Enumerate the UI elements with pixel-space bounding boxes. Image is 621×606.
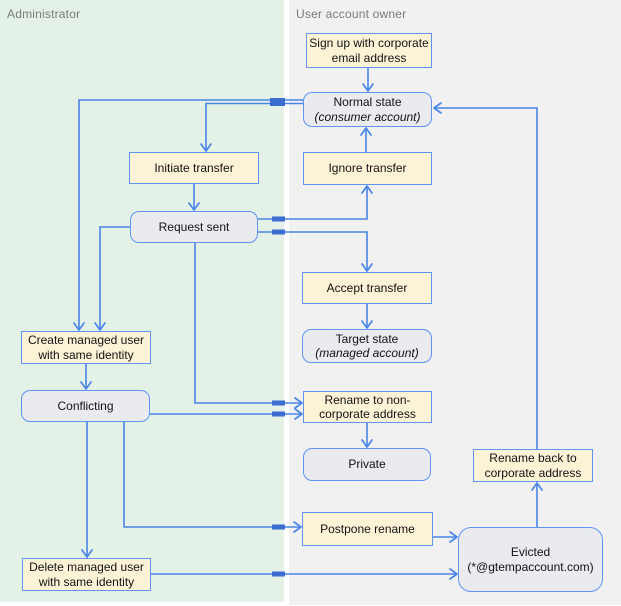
- arrowhead-postpone-rename--evicted: [449, 531, 458, 543]
- node-label-line: (*@gtempaccount.com): [467, 559, 594, 574]
- node-label-line: Request sent: [158, 219, 230, 234]
- arrowhead-rename-back--normal-state: [433, 102, 442, 114]
- node-label-line: Initiate transfer: [154, 160, 234, 175]
- node-request-sent: Request sent: [130, 211, 258, 243]
- node-label-line: (managed account): [315, 346, 419, 360]
- node-postpone-rename: Postpone rename: [302, 512, 433, 546]
- connector-joint-mark: [272, 400, 285, 406]
- arrowhead-request-sent--accept-transfer: [361, 263, 373, 272]
- arrowhead-delete-managed-user--evicted: [449, 568, 458, 580]
- edge-request-sent--ignore-transfer: [258, 186, 368, 220]
- arrowhead-ignore-transfer--normal-state: [360, 127, 372, 136]
- node-label-line: Normal state: [333, 95, 402, 109]
- node-normal-state: Normal state (consumer account): [303, 92, 432, 127]
- connector-joint-mark: [272, 571, 285, 577]
- node-label-line: Delete managed user: [29, 560, 144, 574]
- arrowhead-conflicting--postpone-rename: [293, 521, 302, 533]
- edge-conflicting--postpone-rename: [123, 422, 301, 528]
- node-evicted: Evicted (*@gtempaccount.com): [458, 527, 603, 592]
- edge-normal-state--initiate-transfer: [205, 102, 303, 151]
- node-rename-back: Rename back to corporate address: [473, 449, 593, 482]
- node-label-line: Target state: [335, 331, 399, 346]
- connector-joint-mark: [272, 229, 285, 235]
- node-label-line: with same identity: [38, 574, 135, 589]
- edge-rename-back--normal-state: [434, 107, 538, 449]
- node-delete-managed-user: Delete managed user with same identity: [22, 558, 151, 591]
- node-label-line: email address: [331, 50, 407, 65]
- node-label-line: corporate address: [319, 407, 416, 421]
- arrowhead-accept-transfer--target-state: [361, 320, 373, 329]
- edge-request-sent--create-managed-user: [99, 226, 130, 330]
- node-label-line: Conflicting: [57, 398, 114, 413]
- node-label-line: Sign up with corporate: [309, 36, 429, 50]
- arrowhead-rename-to-non-corporate--private: [361, 439, 373, 448]
- node-accept-transfer: Accept transfer: [302, 272, 432, 304]
- arrowhead-conflicting--delete-managed-user: [81, 549, 93, 558]
- node-conflicting: Conflicting: [21, 390, 150, 422]
- arrowhead-conflicting--rename-to-non-corporate: [294, 408, 303, 420]
- connector-joint-mark: [270, 98, 285, 106]
- node-sign-up: Sign up with corporate email address: [306, 33, 432, 68]
- lane-label-user-account-owner: User account owner: [296, 7, 407, 21]
- connector-joint-mark: [272, 524, 285, 530]
- edge-request-sent--rename-to-non-corporate: [194, 243, 302, 404]
- node-label-line: Private: [348, 457, 386, 472]
- node-label-line: Rename back to: [489, 451, 577, 465]
- lane-label-administrator: Administrator: [7, 7, 81, 21]
- arrowhead-initiate-transfer--request-sent: [188, 202, 200, 211]
- node-label-line: Create managed user: [27, 333, 145, 347]
- arrowhead-create-managed-user--conflicting: [80, 381, 92, 390]
- arrowhead-normal-state--initiate-transfer: [200, 143, 212, 152]
- node-label-line: Evicted: [510, 545, 551, 559]
- node-target-state: Target state (managed account): [302, 329, 432, 363]
- node-label-line: Accept transfer: [326, 280, 408, 295]
- arrowhead-normal-state--create-managed-user: [73, 322, 85, 331]
- node-rename-to-non-corporate: Rename to non- corporate address: [303, 391, 432, 423]
- node-label-line: (consumer account): [314, 109, 421, 124]
- node-label-line: Postpone rename: [320, 521, 415, 536]
- node-create-managed-user: Create managed user with same identity: [21, 331, 151, 364]
- arrowhead-request-sent--ignore-transfer: [361, 185, 373, 194]
- edge-normal-state--create-managed-user: [78, 99, 303, 330]
- node-private: Private: [303, 448, 431, 481]
- node-label-line: corporate address: [484, 465, 582, 480]
- node-initiate-transfer: Initiate transfer: [129, 152, 259, 184]
- arrowhead-request-sent--create-managed-user: [94, 322, 106, 331]
- node-label-line: Rename to non-: [324, 392, 411, 407]
- edge-request-sent--accept-transfer: [258, 231, 368, 271]
- arrowhead-sign-up--normal-state: [362, 83, 374, 92]
- connector-joint-mark: [272, 411, 285, 417]
- connector-joint-mark: [272, 216, 285, 222]
- node-ignore-transfer: Ignore transfer: [303, 152, 432, 185]
- arrowhead-request-sent--rename-to-non-corporate: [294, 397, 303, 409]
- node-label-line: Ignore transfer: [328, 161, 407, 176]
- node-label-line: with same identity: [38, 347, 134, 362]
- arrowhead-evicted--rename-back: [531, 482, 543, 491]
